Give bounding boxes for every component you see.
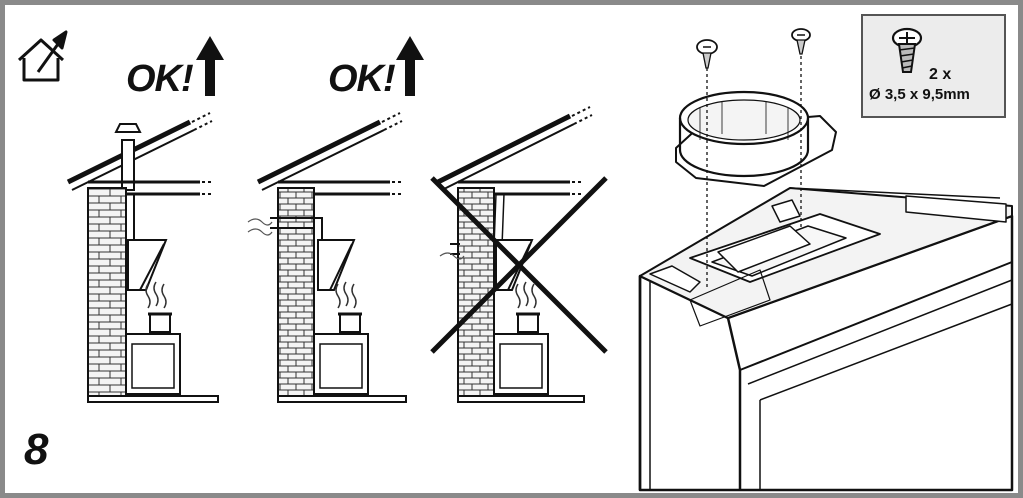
scene-3-not-allowed <box>430 106 608 403</box>
house-vent-icon <box>17 30 68 82</box>
up-arrow-icon <box>396 36 424 96</box>
step-number: 8 <box>24 425 49 474</box>
up-arrow-icon <box>196 36 224 96</box>
ok-label-scene-2: OK! <box>328 58 396 100</box>
screw-size: Ø 3,5 x 9,5mm <box>869 86 970 103</box>
screw-spec-panel: 2 x Ø 3,5 x 9,5mm <box>861 14 1006 118</box>
screw-quantity: 2 x <box>929 66 952 83</box>
mounting-screws <box>696 28 811 290</box>
ok-label-scene-1: OK! <box>126 58 194 100</box>
scene-2-allowed <box>247 36 424 403</box>
screw-icon <box>891 27 923 73</box>
hood-top-assembly <box>638 187 1014 492</box>
scene-1-allowed <box>66 36 224 403</box>
duct-collar <box>675 90 837 187</box>
cross-mark-icon <box>430 176 608 354</box>
